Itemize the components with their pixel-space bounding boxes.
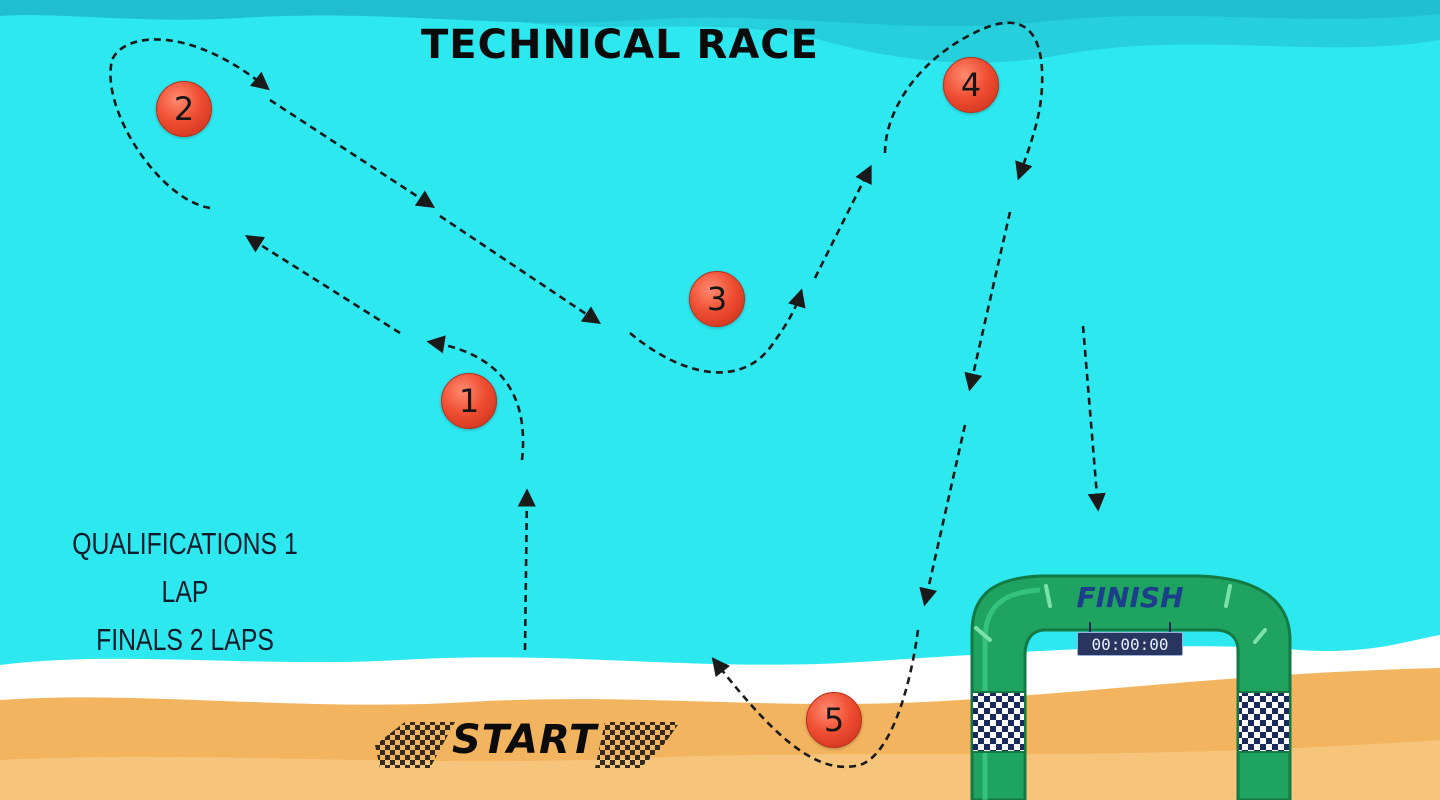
finish-label: FINISH (1076, 581, 1184, 614)
race-info: QUALIFICATIONS 1 LAP FINALS 2 LAPS (69, 520, 301, 664)
buoy-4: 4 (943, 57, 999, 113)
path-2-to-3b (439, 214, 602, 325)
path-start-to-1 (517, 488, 536, 651)
path-4-to-5a (964, 211, 1012, 392)
path-4-to-5b (919, 424, 967, 607)
start-label: START (452, 717, 598, 763)
finish-checkered-left (971, 691, 1026, 753)
deep-water-band-2 (0, 0, 1440, 27)
sand-light (0, 740, 1440, 800)
buoy-2: 2 (156, 81, 212, 137)
finals-text: FINALS 2 LAPS (96, 622, 274, 657)
path-round-buoy-5 (711, 629, 920, 769)
finish-timer: 00:00:00 (1077, 632, 1183, 656)
finish-arch (970, 574, 1292, 800)
qualifications-text: QUALIFICATIONS 1 LAP (72, 526, 298, 609)
path-round-buoy-1 (426, 335, 525, 461)
start-checkered-streaks (375, 722, 680, 768)
path-to-finish (1081, 325, 1106, 512)
path-round-buoy-4 (883, 21, 1044, 181)
buoy-3: 3 (689, 271, 745, 327)
course-path (109, 21, 1106, 769)
path-3-to-4 (813, 164, 872, 279)
buoy-1: 1 (441, 373, 497, 429)
path-2-to-3a (269, 98, 436, 208)
path-1-to-2 (244, 235, 401, 335)
page-title: TECHNICAL RACE (421, 22, 819, 68)
finish-checkered-right (1237, 691, 1291, 753)
buoy-5: 5 (806, 692, 862, 748)
path-round-buoy-3 (629, 288, 806, 374)
